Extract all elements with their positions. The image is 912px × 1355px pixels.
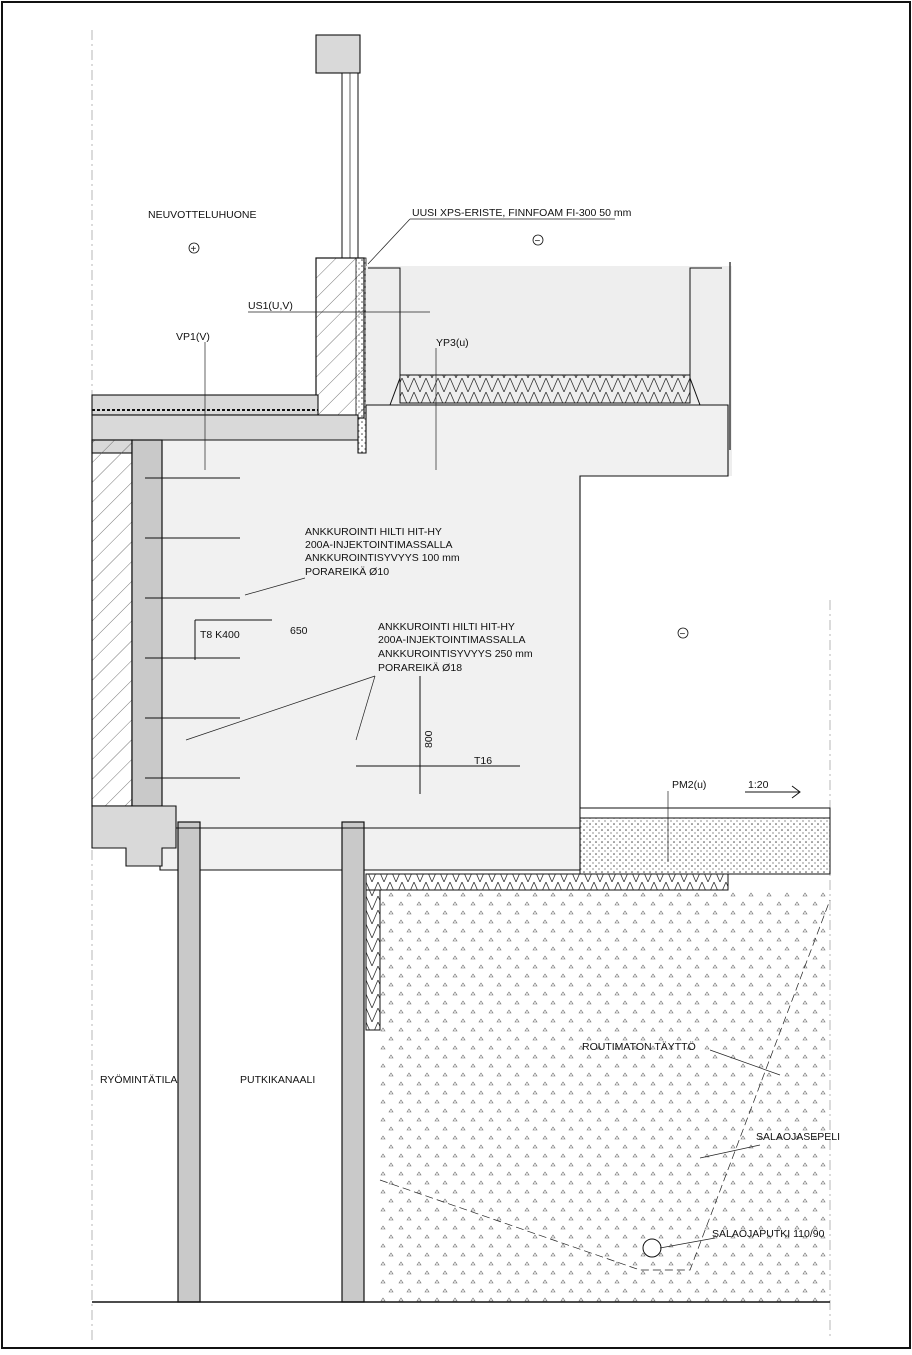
svg-text:PORAREIKÄ Ø10: PORAREIKÄ Ø10: [305, 566, 389, 578]
xps-label: UUSI XPS-ERISTE, FINNFOAM FI-300 50 mm: [412, 207, 632, 219]
anchor-note-1: ANKKUROINTI HILTI HIT-HY 200A-INJEKTOINT…: [305, 526, 460, 578]
grating: [399, 374, 691, 404]
svg-text:ANKKUROINTI HILTI HIT-HY: ANKKUROINTI HILTI HIT-HY: [305, 526, 442, 538]
frost-free-fill: [380, 890, 830, 1302]
us1-label: US1(U,V): [248, 300, 293, 312]
footing: [91, 805, 177, 867]
drain-pipe-label: SALAOJAPUTKI 110/90: [712, 1228, 825, 1240]
vp1-label: VP1(V): [176, 331, 210, 343]
anchor-rods: [145, 477, 240, 779]
cold-symbol-top: −: [535, 236, 541, 247]
svg-text:ANKKUROINTISYVYYS 100 mm: ANKKUROINTISYVYYS 100 mm: [305, 552, 460, 564]
warm-symbol: +: [191, 244, 197, 255]
cold-side-icon: [532, 234, 544, 246]
frost-insulation: [365, 873, 729, 891]
yp3-label: YP3(u): [436, 337, 469, 349]
room-label: NEUVOTTELUHUONE: [148, 209, 257, 221]
svg-text:ANKKUROINTISYVYYS 250 mm: ANKKUROINTISYVYYS 250 mm: [378, 648, 533, 660]
drain-zone: [379, 899, 831, 1271]
svg-text:200A-INJEKTOINTIMASSALLA: 200A-INJEKTOINTIMASSALLA: [378, 634, 525, 646]
concrete-mass: [159, 404, 729, 871]
dim-800: 800: [423, 730, 435, 748]
insulated-wall: [91, 439, 133, 807]
lintel: [315, 34, 361, 74]
dim-650: 650: [290, 625, 308, 637]
svg-text:PORAREIKÄ Ø18: PORAREIKÄ Ø18: [378, 662, 462, 674]
cold-side-icon-2: [677, 627, 689, 639]
fill-label: ROUTIMATON TÄYTTÖ: [582, 1041, 696, 1053]
svg-text:200A-INJEKTOINTIMASSALLA: 200A-INJEKTOINTIMASSALLA: [305, 539, 452, 551]
anchor-note-2: ANKKUROINTI HILTI HIT-HY 200A-INJEKTOINT…: [378, 621, 533, 674]
pm2-label: PM2(u): [672, 779, 706, 791]
pile-left: [177, 821, 201, 1303]
drain-plate-label: SALAOJASEPELI: [756, 1131, 840, 1143]
slope-label: 1:20: [748, 779, 769, 791]
crawlspace-label: RYÖMINTÄTILA: [100, 1074, 177, 1086]
t8-label: T8 K400: [200, 629, 240, 641]
t16-label: T16: [474, 755, 492, 767]
cold-symbol-mid: −: [680, 629, 686, 640]
foundation-wall: [131, 439, 163, 807]
drain-pipe-icon: [642, 1238, 662, 1258]
paving-base: [579, 807, 831, 875]
svg-text:ANKKUROINTI HILTI HIT-HY: ANKKUROINTI HILTI HIT-HY: [378, 621, 515, 633]
pipe-channel-label: PUTKIKANAALI: [240, 1074, 315, 1086]
warm-side-icon: [188, 242, 200, 254]
pile-right: [341, 821, 365, 1303]
